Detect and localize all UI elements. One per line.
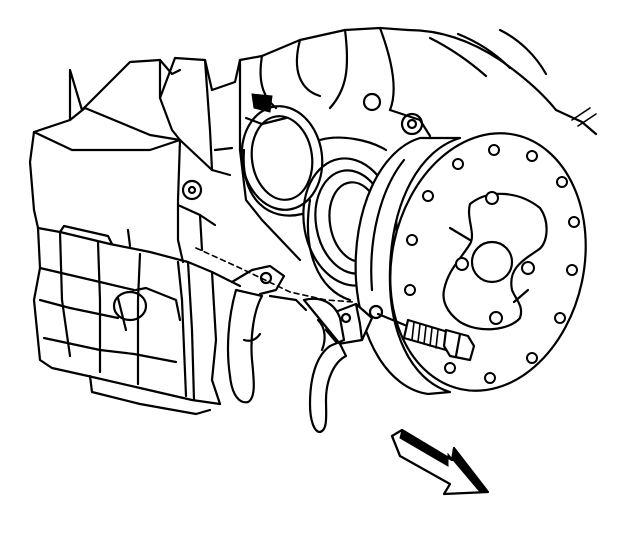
direction-arrow xyxy=(390,428,490,496)
crankshaft-balancer xyxy=(354,132,587,396)
sensor-wiring-harness xyxy=(195,247,355,434)
oil-pan xyxy=(32,208,242,416)
balancer-bolt-holes xyxy=(404,144,580,384)
balancer-bolt xyxy=(368,304,476,362)
timing-cover xyxy=(244,26,598,138)
engine-block xyxy=(28,26,410,264)
